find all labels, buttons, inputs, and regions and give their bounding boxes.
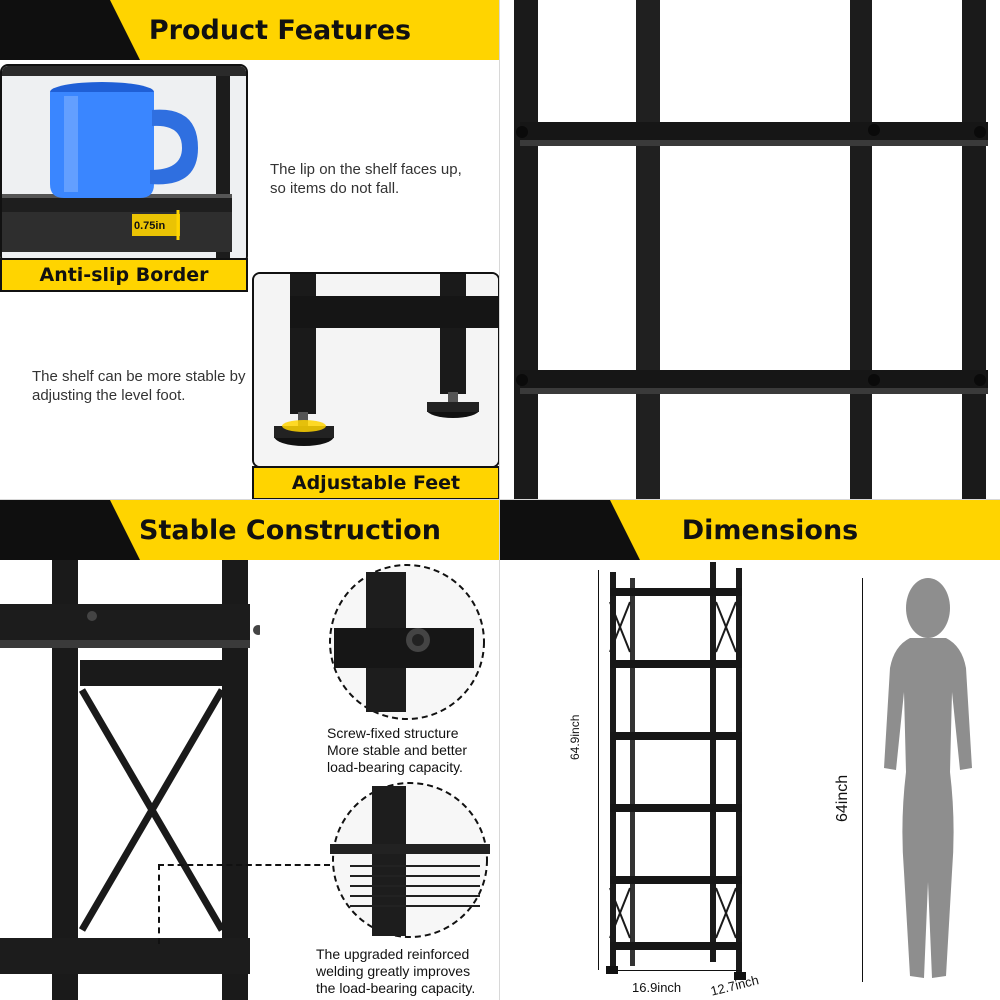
dimensions-panel: Dimensions 64.9inch 16.9inch 12.7inch — [500, 500, 1000, 1000]
dimensions-banner: Dimensions — [500, 500, 1000, 560]
shelf-closeup-panel — [500, 0, 1000, 500]
shelf-frame-closeup — [500, 0, 1000, 500]
features-banner: Product Features — [0, 0, 500, 60]
frame-x-brace-illustration — [0, 560, 260, 1000]
construction-title: Stable Construction — [139, 514, 441, 546]
adjustable-feet-photo — [252, 272, 500, 468]
shelf-dimension-drawing — [600, 562, 760, 982]
construction-banner: Stable Construction — [0, 500, 500, 560]
feet-illustration — [254, 274, 498, 466]
screw-fixed-caption: Screw-fixed structure More stable and be… — [327, 725, 468, 775]
features-title: Product Features — [148, 14, 412, 46]
screw-fixed-detail — [329, 564, 485, 720]
dimensions-title: Dimensions — [681, 514, 859, 546]
mug-on-shelf-illustration — [2, 66, 246, 262]
welding-callout-line — [158, 864, 330, 866]
product-features-panel: Product Features 0.75in Anti-slip Border… — [0, 0, 500, 500]
adjustable-feet-label: Adjustable Feet — [252, 466, 500, 500]
person-silhouette-icon — [884, 578, 972, 978]
reinforced-welding-detail — [330, 782, 490, 938]
shelf-height-label: 64.9inch — [568, 714, 582, 760]
lip-height-measure: 0.75in — [134, 220, 166, 232]
welding-callout-line-vertical — [158, 864, 160, 944]
shelf-width-label: 16.9inch — [632, 980, 682, 995]
reinforced-welding-caption: The upgraded reinforced welding greatly … — [316, 946, 476, 996]
anti-slip-caption: The lip on the shelf faces up, so items … — [270, 161, 462, 197]
person-height-label: 64inch — [834, 774, 851, 822]
person-height-line — [862, 578, 863, 982]
height-dimension-line — [598, 570, 599, 970]
horizontal-divider — [0, 499, 1000, 500]
adjustable-feet-caption: The shelf can be more stable by adjustin… — [32, 368, 246, 404]
anti-slip-photo: 0.75in — [0, 64, 248, 264]
stable-construction-panel: Stable Construction Screw-fixed structur… — [0, 500, 500, 1000]
vertical-divider — [499, 0, 500, 1000]
width-dimension-line — [606, 970, 742, 971]
anti-slip-label: Anti-slip Border — [0, 258, 248, 292]
